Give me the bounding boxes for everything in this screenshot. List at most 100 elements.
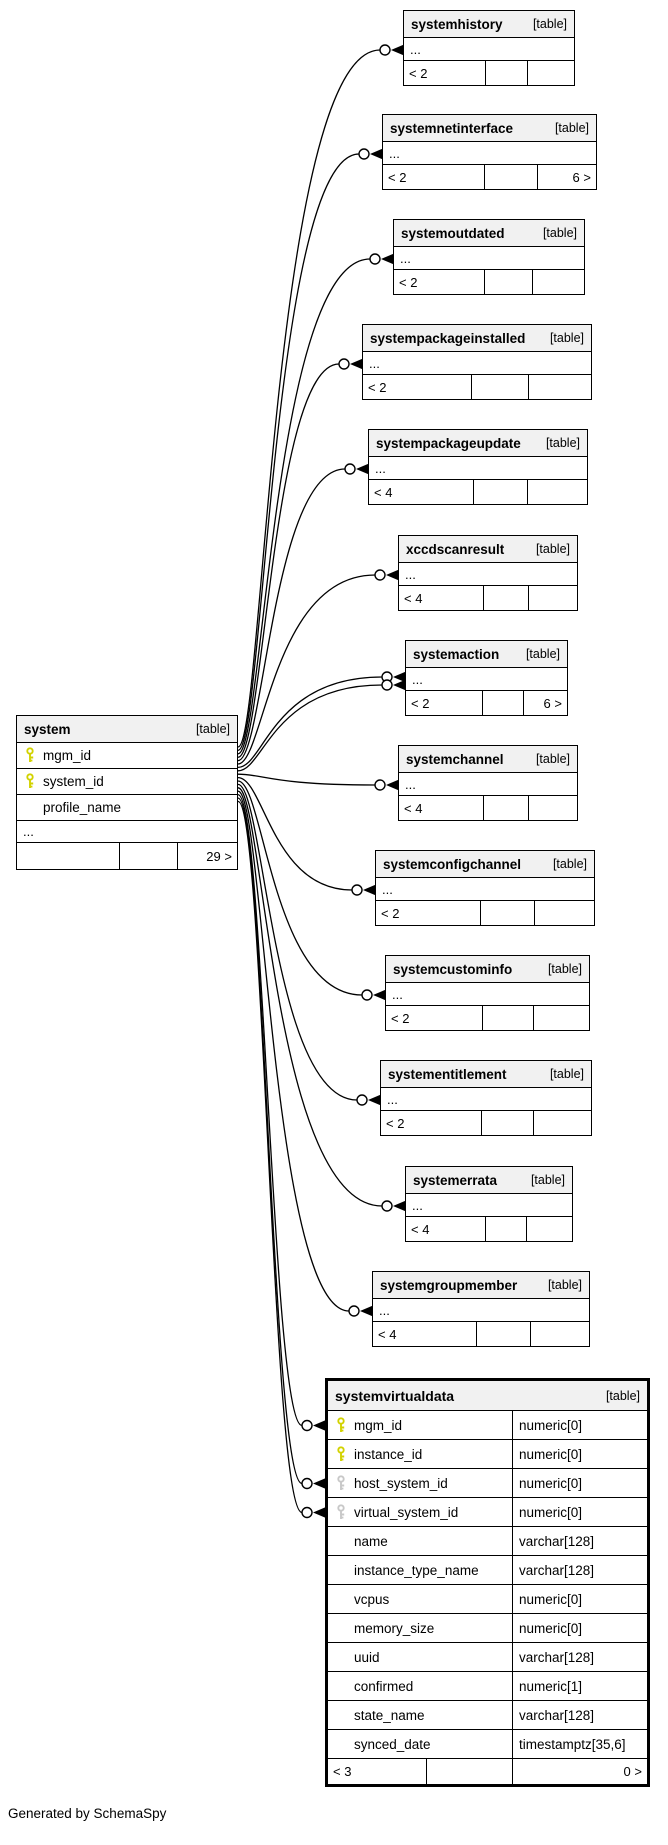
- parents-count: < 4: [369, 480, 474, 504]
- edge-circle-terminator: [344, 463, 356, 475]
- column-name-cell: name: [328, 1527, 514, 1555]
- key-icon-spacer: [328, 1562, 354, 1579]
- table-name: systempackageupdate: [376, 435, 521, 451]
- edge-circle-terminator: [338, 358, 350, 370]
- footer-cell: [484, 796, 529, 820]
- edge-circle-terminator: [301, 1477, 313, 1490]
- children-count: 6 >: [572, 169, 591, 185]
- relationship-edge: [237, 676, 383, 769]
- column-name: confirmed: [354, 1678, 414, 1694]
- children-count: 29 >: [206, 848, 232, 864]
- table-type-badge: [table]: [195, 722, 230, 736]
- column-name-cell: memory_size: [328, 1614, 514, 1642]
- footer-cell: [482, 1111, 535, 1135]
- footer-cell: [481, 901, 536, 925]
- relationship-edge: [237, 790, 350, 1312]
- table-name: systemvirtualdata: [335, 1387, 455, 1404]
- edge-circle-terminator: [358, 148, 370, 160]
- table-name: systemnetinterface: [390, 120, 514, 136]
- table-node[interactable]: systemconfigchannel [table] ... < 2: [375, 850, 595, 926]
- column-type: numeric[0]: [519, 1475, 583, 1491]
- parents-count: < 2: [376, 901, 481, 925]
- table-node[interactable]: systemoutdated [table] ... < 2: [393, 219, 585, 295]
- column-name-cell: instance_type_name: [328, 1556, 514, 1584]
- table-name: systemgroupmember: [380, 1277, 518, 1293]
- columns-ellipsis: ...: [373, 1299, 589, 1322]
- parents-count: < 4: [399, 796, 485, 820]
- relationship-edge: [237, 797, 303, 1485]
- table-name: systemhistory: [411, 16, 503, 32]
- children-count: [528, 61, 574, 85]
- edge-circle-terminator: [381, 1200, 393, 1212]
- column-name: vcpus: [354, 1591, 390, 1607]
- column-row: mgm_id numeric[0]: [328, 1411, 647, 1440]
- parents-count: < 2: [404, 61, 486, 85]
- columns-ellipsis: ...: [394, 247, 584, 270]
- table-node-system[interactable]: system [table] mgm_id system_id profile_…: [16, 715, 238, 870]
- table-header: xccdscanresult [table]: [399, 536, 577, 563]
- relationship-edge: [237, 793, 303, 1427]
- table-type-badge: [table]: [547, 962, 582, 976]
- table-name: systemerrata: [413, 1172, 498, 1188]
- table-node-systemvirtualdata[interactable]: systemvirtualdata [table] mgm_id numeric…: [325, 1378, 650, 1787]
- table-name: systemchannel: [406, 751, 504, 767]
- table-footer: < 3 0 >: [328, 1759, 647, 1784]
- column-name: system_id: [43, 774, 104, 789]
- columns-ellipsis: ...: [17, 821, 237, 843]
- table-type-badge: [table]: [525, 647, 560, 661]
- edge-circle-terminator: [374, 779, 386, 791]
- column-row: vcpus numeric[0]: [328, 1585, 647, 1614]
- table-node[interactable]: systemchannel [table] ... < 4: [398, 745, 578, 821]
- table-header: systemnetinterface [table]: [383, 115, 596, 142]
- table-name: systementitlement: [388, 1066, 507, 1082]
- column-name: name: [354, 1533, 388, 1549]
- table-node[interactable]: systemcustominfo [table] ... < 2: [385, 955, 590, 1031]
- children-count: [531, 1322, 589, 1346]
- footer-cell: [485, 270, 533, 294]
- column-name: virtual_system_id: [354, 1504, 459, 1520]
- column-name-cell: vcpus: [328, 1585, 514, 1613]
- footer-cell: [472, 375, 530, 399]
- table-node[interactable]: xccdscanresult [table] ... < 4: [398, 535, 578, 611]
- table-footer: < 2: [404, 61, 574, 85]
- key-icon-spacer: [328, 1678, 354, 1695]
- table-node[interactable]: systemnetinterface [table] ... < 2 6 >: [382, 114, 597, 190]
- columns-ellipsis: ...: [406, 668, 567, 691]
- key-icon-spacer: [328, 1649, 354, 1666]
- column-row: virtual_system_id numeric[0]: [328, 1498, 647, 1527]
- table-node[interactable]: systemerrata [table] ... < 4: [405, 1166, 573, 1242]
- edge-circle-terminator: [361, 989, 373, 1001]
- table-node[interactable]: systempackageinstalled [table] ... < 2: [362, 324, 592, 400]
- column-row: instance_id numeric[0]: [328, 1440, 647, 1469]
- relationship-edge: [237, 684, 383, 772]
- table-node[interactable]: systemgroupmember [table] ... < 4: [372, 1271, 590, 1347]
- table-type-badge: [table]: [549, 1067, 584, 1081]
- foreign-key-icon: [328, 1474, 354, 1492]
- relationship-edge: [237, 363, 340, 758]
- table-type-badge: [table]: [554, 121, 589, 135]
- parents-count: < 2: [394, 270, 486, 294]
- table-header: systemgroupmember [table]: [373, 1272, 589, 1299]
- table-header: systempackageinstalled [table]: [363, 325, 591, 352]
- table-node[interactable]: systemhistory [table] ... < 2: [403, 10, 575, 86]
- column-type: varchar[128]: [519, 1649, 595, 1665]
- table-node[interactable]: systemaction [table] ... < 2 6 >: [405, 640, 568, 716]
- columns-ellipsis: ...: [376, 878, 594, 901]
- table-footer: < 2 6 >: [383, 165, 596, 189]
- table-node[interactable]: systementitlement [table] ... < 2: [380, 1060, 592, 1136]
- column-name: profile_name: [43, 800, 122, 815]
- table-name: systemconfigchannel: [383, 856, 522, 872]
- children-count: [534, 1006, 589, 1030]
- edge-circle-terminator: [351, 884, 363, 896]
- column-type: numeric[0]: [519, 1504, 583, 1520]
- table-node[interactable]: systempackageupdate [table] ... < 4: [368, 429, 588, 505]
- relationship-edge: [237, 783, 358, 1101]
- relationship-edge: [237, 468, 346, 762]
- primary-key-icon: [328, 1445, 354, 1463]
- parents-count: < 3: [328, 1759, 427, 1784]
- children-count: 6 >: [543, 695, 562, 711]
- relationship-edge: [237, 258, 371, 755]
- footer-cell: [486, 61, 529, 85]
- column-name: synced_date: [354, 1736, 431, 1752]
- children-count: [528, 480, 587, 504]
